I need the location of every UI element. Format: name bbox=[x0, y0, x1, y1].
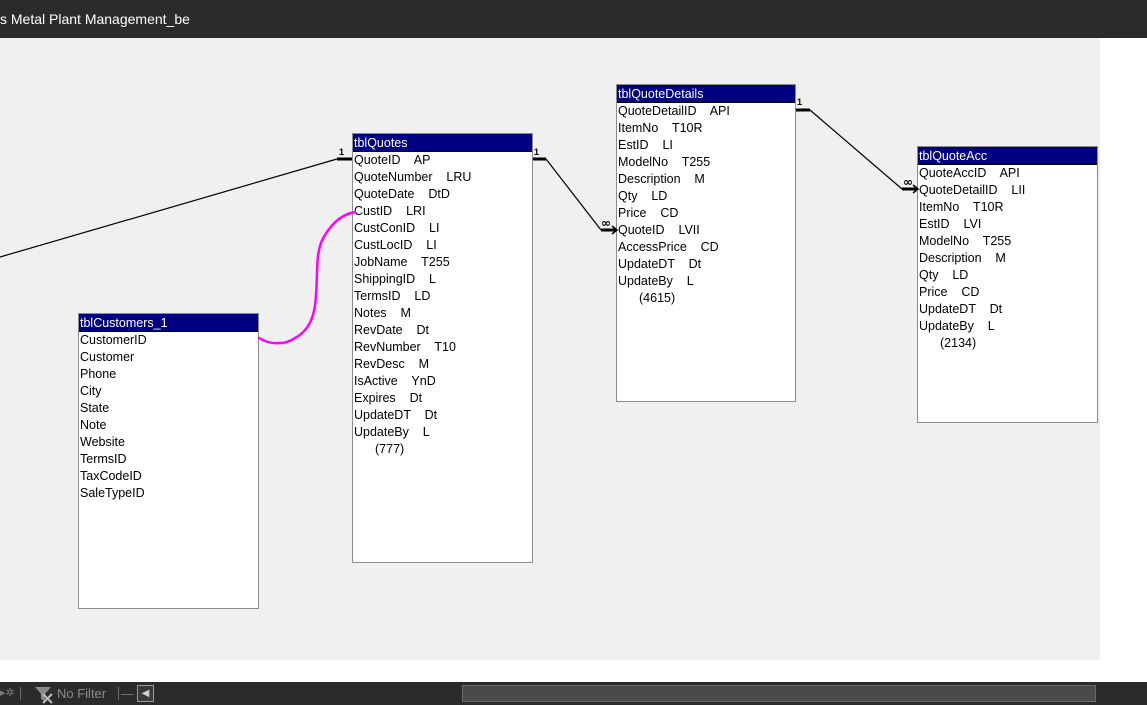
field-row[interactable]: Description M bbox=[618, 172, 705, 186]
field-row[interactable]: Website bbox=[80, 435, 125, 449]
table-title-tblquotedetails[interactable]: tblQuoteDetails bbox=[617, 85, 795, 103]
record-count-tblquotedetails: (4615) bbox=[639, 291, 676, 305]
search-divider: — bbox=[121, 686, 134, 701]
field-row[interactable]: RevNumber T10 bbox=[354, 340, 456, 354]
field-row[interactable]: QuoteDate DtD bbox=[354, 187, 450, 201]
field-row[interactable]: TaxCodeID bbox=[80, 469, 142, 483]
status-separator bbox=[20, 687, 21, 700]
field-row[interactable]: QuoteDetailID LII bbox=[919, 183, 1026, 197]
field-row[interactable]: City bbox=[80, 384, 102, 398]
record-count-tblquoteacc: (2134) bbox=[940, 336, 977, 350]
field-row[interactable]: ItemNo T10R bbox=[618, 121, 703, 135]
field-row[interactable]: AccessPrice CD bbox=[618, 240, 719, 254]
field-row[interactable]: UpdateBy L bbox=[618, 274, 694, 288]
field-row[interactable]: Qty LD bbox=[618, 189, 668, 203]
field-row[interactable]: UpdateBy L bbox=[354, 425, 430, 439]
field-row[interactable]: CustConID LI bbox=[354, 221, 440, 235]
canvas-gutter bbox=[1100, 38, 1147, 660]
field-row[interactable]: UpdateBy L bbox=[919, 319, 995, 333]
field-row[interactable]: TermsID bbox=[80, 452, 127, 466]
field-row[interactable]: ShippingID L bbox=[354, 272, 436, 286]
field-row[interactable]: Phone bbox=[80, 367, 117, 381]
field-row[interactable]: ModelNo T255 bbox=[919, 234, 1012, 248]
field-row[interactable]: Qty LD bbox=[919, 268, 969, 282]
field-row[interactable]: CustomerID bbox=[80, 333, 147, 347]
field-row[interactable]: UpdateDT Dt bbox=[354, 408, 438, 422]
field-row[interactable]: CustID LRI bbox=[354, 204, 426, 218]
field-list-tblquotedetails: QuoteDetailID API ItemNo T10R EstID LI Mode… bbox=[617, 103, 795, 290]
field-row[interactable]: EstID LI bbox=[618, 138, 673, 152]
table-title-tblcustomers-1[interactable]: tblCustomers_1 bbox=[79, 314, 258, 332]
field-row[interactable]: RevDesc M bbox=[354, 357, 430, 371]
field-row[interactable]: IsActive YnD bbox=[354, 374, 436, 388]
table-tblquoteacc[interactable]: tblQuoteAcc QuoteAccID API QuoteDetailID … bbox=[917, 146, 1098, 423]
field-row[interactable]: Price CD bbox=[618, 206, 679, 220]
filter-status[interactable]: No Filter bbox=[57, 686, 107, 701]
table-title-tblquotes[interactable]: tblQuotes bbox=[353, 134, 532, 152]
record-nav-icon[interactable]: ▸✲ bbox=[0, 687, 15, 699]
field-row[interactable]: QuoteAccID API bbox=[919, 166, 1020, 180]
field-row[interactable]: EstID LVI bbox=[919, 217, 982, 231]
field-row[interactable]: SaleTypeID bbox=[80, 486, 145, 500]
field-row[interactable]: State bbox=[80, 401, 110, 415]
field-row[interactable]: Description M bbox=[919, 251, 1006, 265]
field-row[interactable]: Customer bbox=[80, 350, 135, 364]
field-row[interactable]: QuoteID AP bbox=[354, 153, 431, 167]
table-title-tblquoteacc[interactable]: tblQuoteAcc bbox=[918, 147, 1097, 165]
field-row[interactable]: Notes M bbox=[354, 306, 411, 320]
table-tblquotedetails[interactable]: tblQuoteDetails QuoteDetailID API ItemNo … bbox=[616, 84, 796, 402]
field-list-tblquotes: QuoteID AP QuoteNumber LRU QuoteDate DtD Cu… bbox=[353, 152, 532, 441]
status-bar: ▸✲ No Filter — ◀ bbox=[0, 682, 1147, 705]
window-title-bar: s Metal Plant Management_be bbox=[0, 0, 1147, 38]
field-row[interactable]: Expires Dt bbox=[354, 391, 423, 405]
field-list-tblquoteacc: QuoteAccID API QuoteDetailID LII ItemNo T1… bbox=[918, 165, 1097, 335]
window-title: s Metal Plant Management_be bbox=[0, 11, 190, 27]
record-count-tblquotes: (777) bbox=[375, 442, 405, 456]
field-row[interactable]: ModelNo T255 bbox=[618, 155, 711, 169]
field-row[interactable]: UpdateDT Dt bbox=[919, 302, 1003, 316]
field-row[interactable]: RevDate Dt bbox=[354, 323, 430, 337]
scroll-left-button[interactable]: ◀ bbox=[137, 685, 154, 702]
field-row[interactable]: ItemNo T10R bbox=[919, 200, 1004, 214]
field-row[interactable]: JobName T255 bbox=[354, 255, 450, 269]
filter-icon[interactable] bbox=[33, 682, 55, 705]
field-row[interactable]: UpdateDT Dt bbox=[618, 257, 702, 271]
horizontal-scrollbar[interactable] bbox=[462, 685, 1096, 702]
field-row[interactable]: QuoteID LVII bbox=[618, 223, 700, 237]
field-row[interactable]: Price CD bbox=[919, 285, 980, 299]
status-separator bbox=[118, 687, 119, 700]
field-row[interactable]: TermsID LD bbox=[354, 289, 431, 303]
field-row[interactable]: Note bbox=[80, 418, 107, 432]
field-row[interactable]: QuoteDetailID API bbox=[618, 104, 730, 118]
field-row[interactable]: CustLocID LI bbox=[354, 238, 437, 252]
field-row[interactable]: QuoteNumber LRU bbox=[354, 170, 472, 184]
